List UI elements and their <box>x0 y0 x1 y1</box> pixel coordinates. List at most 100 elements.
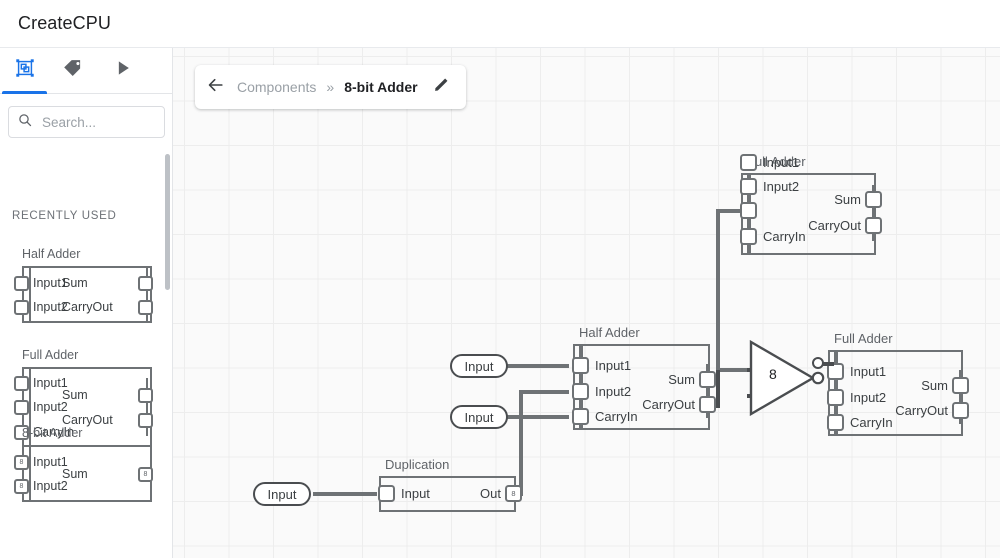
schematic-canvas[interactable]: Components » 8-bit Adder Full Adder In <box>173 48 1000 558</box>
port-label: Input <box>401 486 430 501</box>
io-pill-input-2[interactable]: Input <box>450 405 508 429</box>
port-sum[interactable] <box>952 377 969 394</box>
palette-port-label: CarryIn <box>33 425 74 439</box>
palette-port-label: CarryOut <box>62 413 113 427</box>
palette-port-label: Sum <box>62 467 88 481</box>
palette-port-label: Input2 <box>33 400 68 414</box>
port-rail <box>28 445 31 502</box>
port-label: Sum <box>668 372 695 387</box>
port-label: Input1 <box>595 358 632 373</box>
io-pill-input-1[interactable]: Input <box>450 354 508 378</box>
connector-stub <box>822 361 834 366</box>
breadcrumb-root[interactable]: Components <box>237 79 317 95</box>
node-title: Full Adder <box>747 154 806 169</box>
palette-port-label: Input1 <box>33 276 68 290</box>
node-body <box>573 344 710 430</box>
node-title: Full Adder <box>834 331 893 346</box>
palette-port-label: Sum <box>62 276 88 290</box>
palette-port-in[interactable] <box>14 300 29 315</box>
sidebar-scrollbar[interactable] <box>165 154 170 290</box>
node-half-adder[interactable]: Half Adder Input1 Input2 CarryIn Sum Car… <box>572 325 716 430</box>
tag-icon <box>63 57 85 84</box>
palette-item-body <box>22 266 152 323</box>
port-input1[interactable] <box>572 357 589 374</box>
palette-port-label: Input1 <box>33 376 68 390</box>
port-rail <box>145 266 148 323</box>
port-out[interactable]: 8 <box>505 485 522 502</box>
port-label: Input2 <box>850 390 887 405</box>
palette-port-out[interactable] <box>138 276 153 291</box>
port-carryin[interactable] <box>572 408 589 425</box>
tab-run[interactable] <box>98 48 147 94</box>
node-duplication[interactable]: Duplication Input 8 Out <box>378 457 522 512</box>
palette-port-in[interactable] <box>14 276 29 291</box>
node-body <box>828 350 963 436</box>
breadcrumb-separator: » <box>326 79 335 95</box>
port-input2[interactable] <box>572 383 589 400</box>
palette-item-title: 8-bit Adder <box>22 426 83 440</box>
port-label: Input1 <box>850 364 887 379</box>
port-input1[interactable] <box>827 363 844 380</box>
search-input[interactable] <box>40 113 155 131</box>
port-carryin[interactable] <box>827 414 844 431</box>
node-body <box>741 173 876 255</box>
app-title: CreateCPU <box>18 13 111 33</box>
node-title: Duplication <box>385 457 450 472</box>
port-label: Out <box>480 486 501 501</box>
palette-port-in[interactable] <box>14 376 29 391</box>
palette-port-in[interactable]: 8 <box>14 479 29 494</box>
palette-port-in[interactable]: 8 <box>14 455 29 470</box>
palette-port-label: Input2 <box>33 300 68 314</box>
search-icon <box>17 112 33 133</box>
play-icon <box>113 58 133 83</box>
port-sum[interactable] <box>865 191 882 208</box>
port-input1b[interactable] <box>740 154 757 171</box>
port-carryin[interactable] <box>740 228 757 245</box>
back-button[interactable] <box>205 76 227 98</box>
port-input1[interactable] <box>740 202 757 219</box>
components-icon <box>14 57 36 84</box>
node-full-adder-top[interactable]: Full Adder Input1 Input2 CarryIn Sum Car… <box>740 154 882 255</box>
breadcrumb: Components » 8-bit Adder <box>195 65 466 109</box>
palette-port-label: Input1 <box>33 455 68 469</box>
node-title: Half Adder <box>579 325 640 340</box>
port-rail <box>706 364 710 418</box>
port-carryout[interactable] <box>865 217 882 234</box>
port-label: Input2 <box>763 179 800 194</box>
port-carryout[interactable] <box>699 396 716 413</box>
port-sum[interactable] <box>699 371 716 388</box>
buffer-width-label: 8 <box>769 366 777 382</box>
palette-port-out[interactable]: 8 <box>138 467 153 482</box>
io-pill-input-3[interactable]: Input <box>253 482 311 506</box>
port-label: Input1 <box>763 155 800 170</box>
buffer-8-gate[interactable]: 8 <box>747 339 825 417</box>
section-recently-used: RECENTLY USED <box>12 210 117 222</box>
search-box[interactable] <box>8 106 165 138</box>
palette-port-label: Input2 <box>33 479 68 493</box>
port-label: Sum <box>834 192 861 207</box>
node-full-adder-right[interactable]: Full Adder Input1 Input2 CarryIn Sum Car… <box>827 331 969 436</box>
port-label: CarryOut <box>895 403 948 418</box>
port-carryout[interactable] <box>952 402 969 419</box>
palette-port-label: CarryOut <box>62 300 113 314</box>
sidebar: RECENTLY USED Half Adder Input1 Input2 S… <box>0 48 173 558</box>
port-input2[interactable] <box>740 178 757 195</box>
tab-active-underline <box>2 90 47 94</box>
tab-tags[interactable] <box>49 48 98 94</box>
palette-port-in[interactable] <box>14 425 29 440</box>
rename-button[interactable] <box>432 77 452 97</box>
port-rail <box>872 185 876 241</box>
tab-components[interactable] <box>0 48 49 94</box>
palette-port-out[interactable] <box>138 300 153 315</box>
wire <box>709 209 741 382</box>
port-label: CarryIn <box>763 229 806 244</box>
palette-port-in[interactable] <box>14 400 29 415</box>
sidebar-tabbar <box>0 48 172 94</box>
palette-port-out[interactable] <box>138 388 153 403</box>
port-input2[interactable] <box>827 389 844 406</box>
port-rail <box>28 266 31 323</box>
port-input[interactable] <box>378 485 395 502</box>
breadcrumb-current: 8-bit Adder <box>344 79 418 95</box>
palette-port-out[interactable] <box>138 413 153 428</box>
